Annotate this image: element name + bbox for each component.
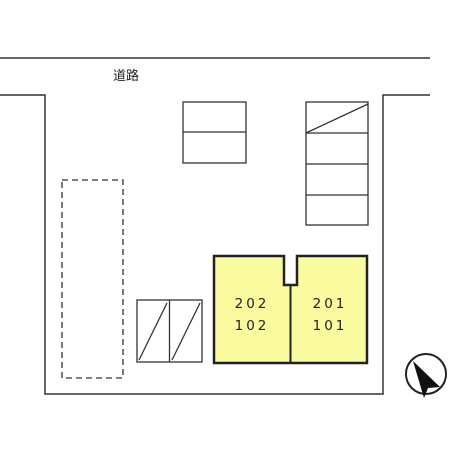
- road-label: 道路: [113, 68, 139, 84]
- lot-boundary: [0, 94, 430, 395]
- stairs-structure: [305, 101, 369, 226]
- unit-102-label: 102: [235, 318, 270, 334]
- parking-area-dashed: [61, 179, 124, 379]
- north-arrow-icon: [405, 353, 447, 398]
- apartment-building: 202 102 201 101: [212, 254, 369, 365]
- bicycle-parking: [136, 299, 203, 363]
- unit-101-label: 101: [313, 318, 348, 334]
- storage-structure: [182, 101, 247, 164]
- unit-202-label: 202: [235, 296, 270, 312]
- unit-201-label: 201: [313, 296, 348, 312]
